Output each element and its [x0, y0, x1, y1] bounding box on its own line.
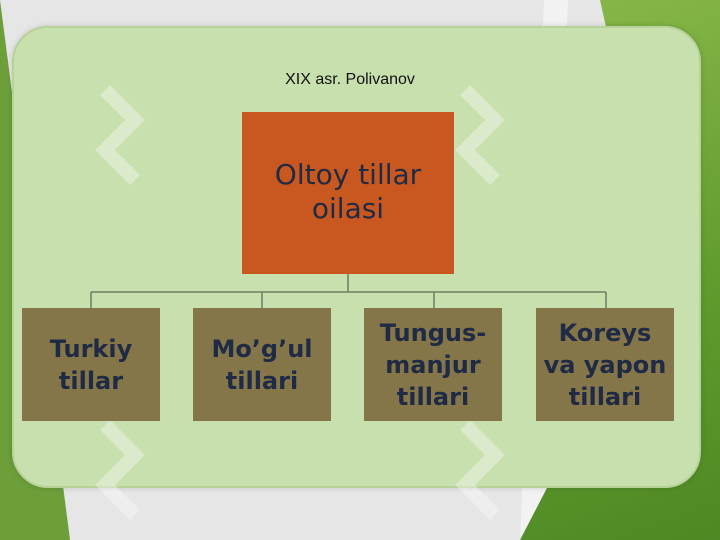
root-node: Oltoy tillar oilasi	[242, 112, 454, 274]
watermark-logo-icon	[95, 85, 145, 185]
diagram-subtitle: XIX asr. Polivanov	[285, 71, 415, 88]
root-node-label: Oltoy tillar oilasi	[274, 158, 422, 225]
child-node-korean-japanese: Koreys va yapon tillari	[536, 308, 674, 421]
child-node-label: Koreys va yapon tillari	[543, 318, 667, 411]
child-node-tungusic: Tungus- manjur tillari	[364, 308, 502, 421]
child-node-turkic: Turkiy tillar	[22, 308, 160, 421]
child-node-mongolic: Mo’g’ul tillari	[193, 308, 331, 421]
watermark-logo-icon	[95, 420, 145, 520]
child-node-label: Mo’g’ul tillari	[211, 334, 313, 395]
child-node-label: Turkiy tillar	[49, 334, 133, 395]
watermark-logo-icon	[455, 420, 505, 520]
child-node-label: Tungus- manjur tillari	[379, 318, 487, 411]
watermark-logo-icon	[455, 85, 505, 185]
